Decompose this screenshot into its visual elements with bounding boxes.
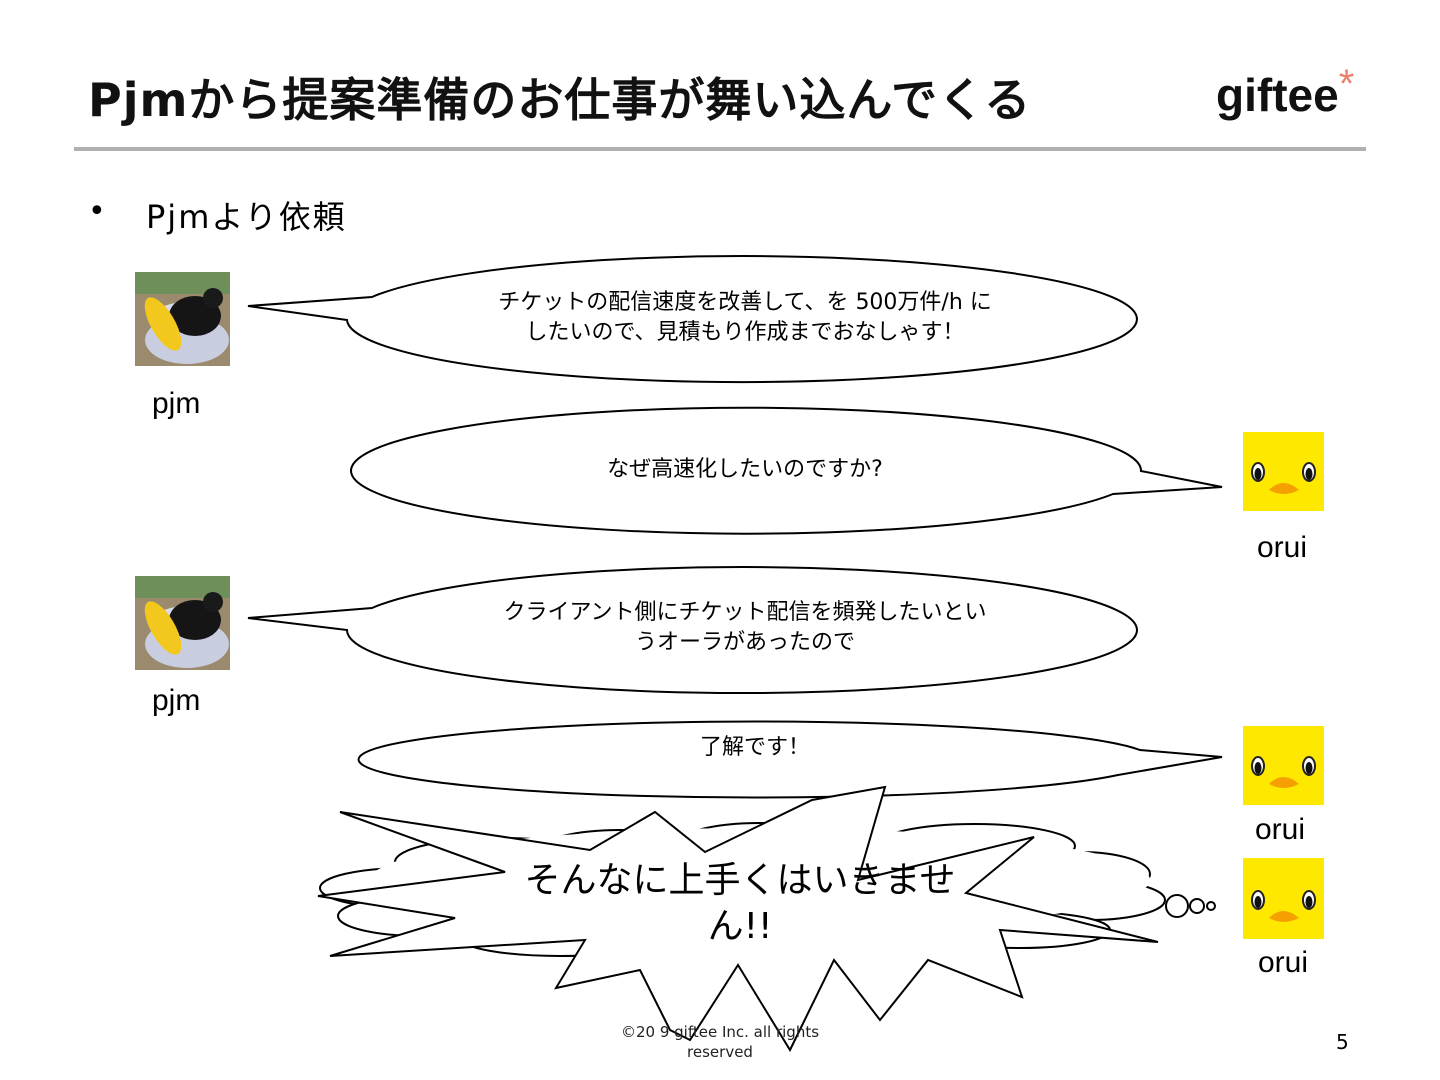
speech-line: チケットの配信速度を改善して、を 500万件/h に — [440, 288, 1050, 318]
speech-text-1: チケットの配信速度を改善して、を 500万件/h に したいので、見積もり作成ま… — [440, 288, 1050, 348]
burst-text: そんなに上手くはいきませ ん!! — [500, 858, 980, 950]
speech-text-2: なぜ高速化したいのですか? — [440, 455, 1050, 485]
speech-line: なぜ高速化したいのですか? — [440, 455, 1050, 485]
speech-line: したいので、見積もり作成までおなしゃす！ — [440, 318, 1050, 348]
page-number: 5 — [1336, 1030, 1349, 1054]
speech-text-3: クライアント側にチケット配信を頻発したいとい うオーラがあったので — [440, 598, 1050, 658]
copyright-footer: ©20 9 giftee Inc. all rights reserved — [600, 1022, 840, 1062]
speaker-name: orui — [1257, 531, 1307, 565]
burst-line: そんなに上手くはいきませ — [500, 858, 980, 904]
speech-line: クライアント側にチケット配信を頻発したいとい — [440, 598, 1050, 628]
speaker-name: pjm — [152, 684, 200, 718]
speaker-name: orui — [1255, 813, 1305, 847]
orui-avatar-1 — [1243, 432, 1324, 511]
yellow-chick-icon — [1243, 432, 1324, 511]
speaker-name: pjm — [152, 387, 200, 421]
orui-avatar-3 — [1243, 858, 1324, 939]
burst-line: ん!! — [500, 904, 980, 950]
footer-line: reserved — [600, 1042, 840, 1062]
yellow-chick-icon — [1243, 858, 1324, 939]
cat-in-basket-photo-icon — [135, 576, 230, 670]
cat-in-basket-photo-icon — [135, 272, 230, 366]
pjm-avatar-1 — [135, 272, 230, 366]
pjm-avatar-2 — [135, 576, 230, 670]
orui-avatar-2 — [1243, 726, 1324, 805]
footer-line: ©20 9 giftee Inc. all rights — [600, 1022, 840, 1042]
speech-line: 了解です！ — [440, 733, 1070, 763]
yellow-chick-icon — [1243, 726, 1324, 805]
speaker-name: orui — [1258, 946, 1308, 980]
speech-line: うオーラがあったので — [440, 628, 1050, 658]
speech-text-4: 了解です！ — [440, 733, 1070, 763]
